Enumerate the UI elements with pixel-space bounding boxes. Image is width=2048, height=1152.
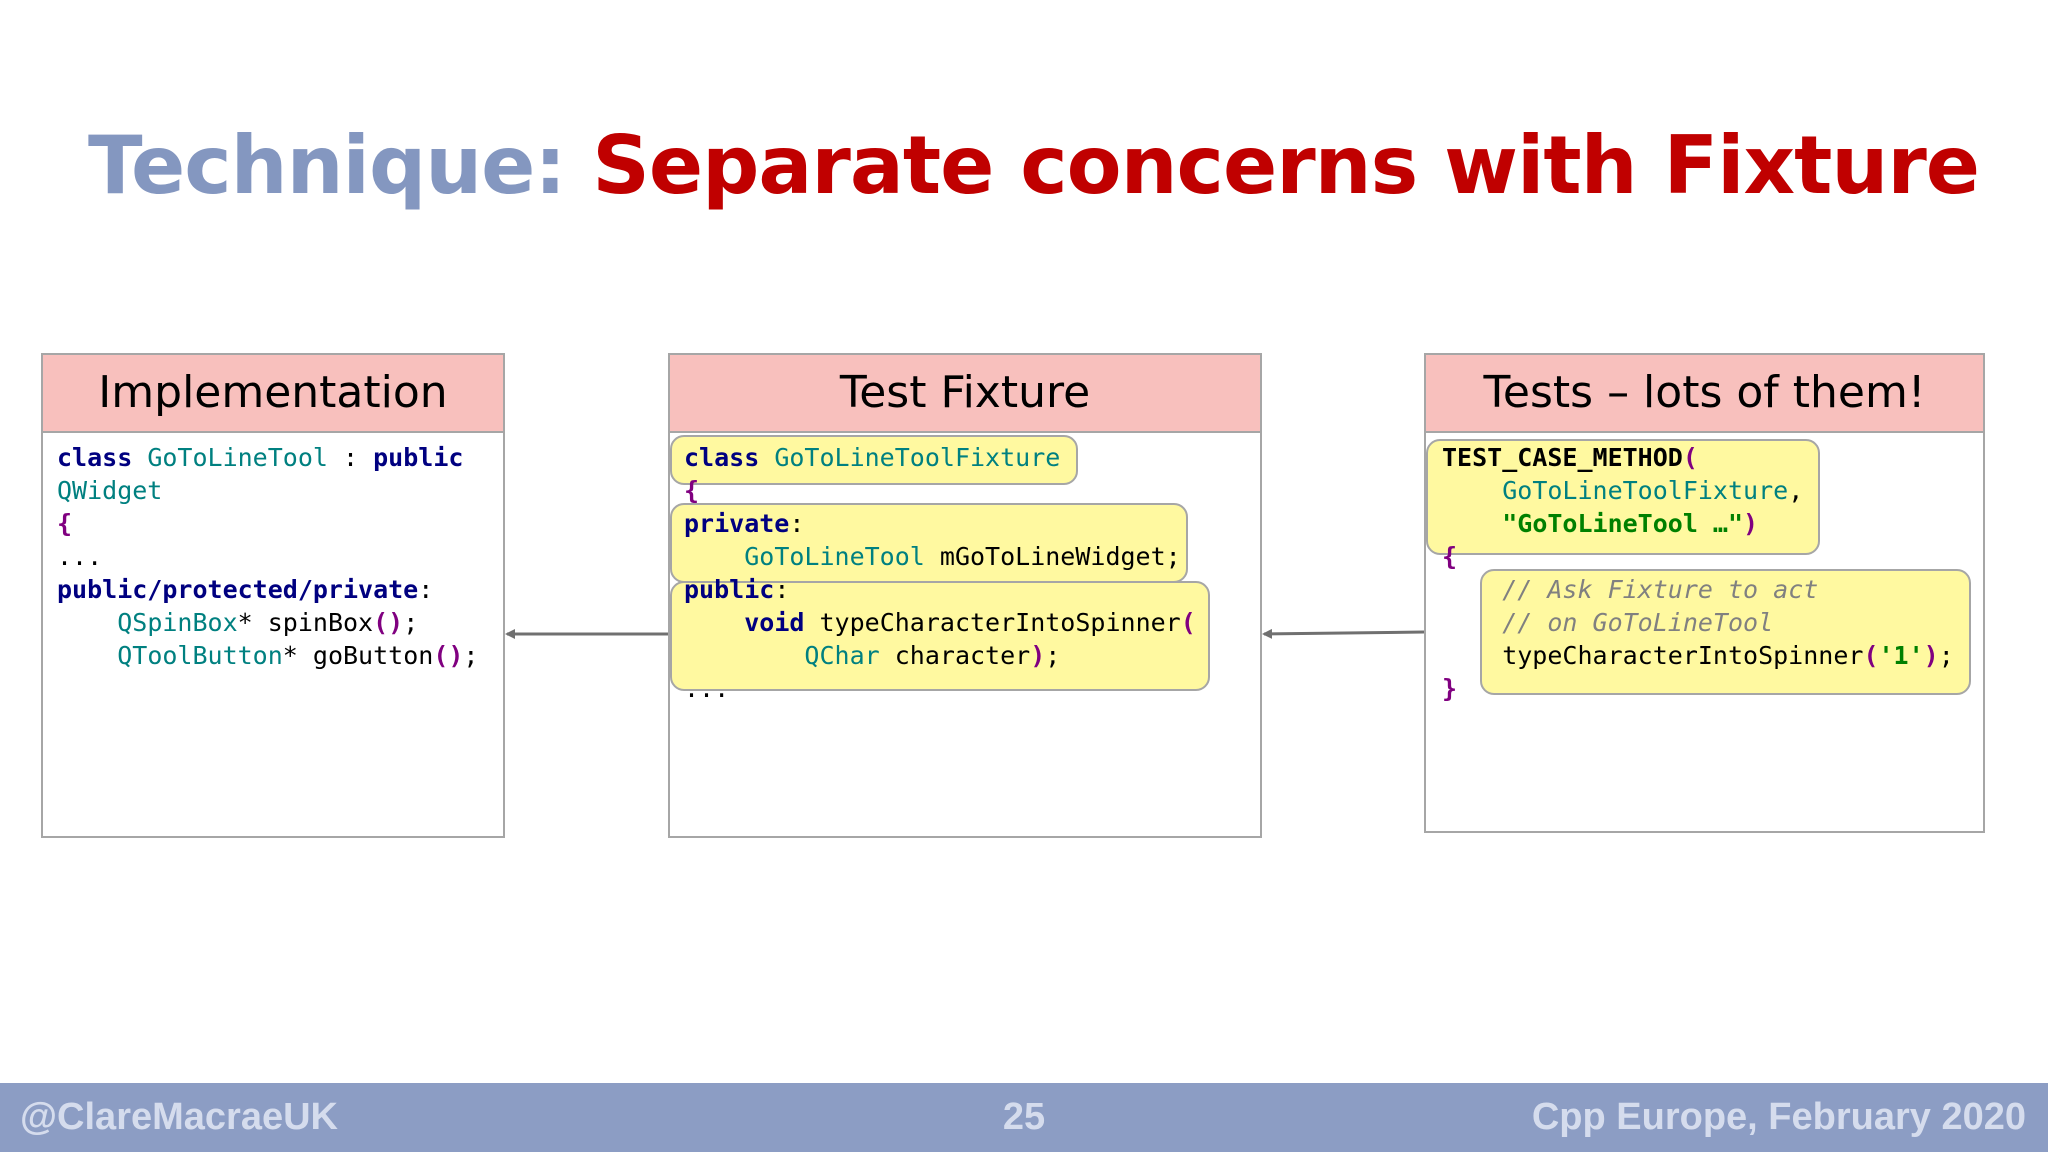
code-token: ... xyxy=(57,542,103,571)
code-token: , xyxy=(1788,476,1804,505)
code-line: class GoToLineTool : public xyxy=(57,441,478,474)
code-token: // Ask Fixture to act xyxy=(1502,575,1819,604)
code-line: GoToLineToolFixture, xyxy=(1442,474,1954,507)
code-line: public: xyxy=(684,573,1196,606)
code-token: } xyxy=(1442,674,1458,703)
implementation-header: Implementation xyxy=(43,355,503,433)
implementation-panel: Implementation class GoToLineTool : publ… xyxy=(41,353,505,838)
code-token: ) xyxy=(1030,641,1046,670)
code-token: class xyxy=(684,443,760,472)
code-line: } xyxy=(1442,672,1954,705)
footer-bar: @ClareMacraeUK 25 Cpp Europe, February 2… xyxy=(0,1083,2048,1152)
code-line: // on GoToLineTool xyxy=(1442,606,1954,639)
code-token: private xyxy=(684,509,790,538)
code-token: typeCharacterIntoSpinner xyxy=(1442,641,1864,670)
code-token: GoToLineTool xyxy=(744,542,925,571)
code-token: : xyxy=(327,443,374,472)
code-token: QSpinBox xyxy=(117,608,238,637)
code-token: () xyxy=(373,608,404,637)
code-line: { xyxy=(1442,540,1954,573)
code-token: class xyxy=(57,443,133,472)
code-token: public xyxy=(373,443,464,472)
code-token: * spinBox xyxy=(237,608,374,637)
fixture-panel: Test Fixture class GoToLineToolFixture{p… xyxy=(668,353,1262,838)
code-token: ) xyxy=(1743,509,1759,538)
code-line: QWidget xyxy=(57,474,478,507)
arrow-tests-to-fixture xyxy=(1262,628,1425,639)
code-token: () xyxy=(433,641,464,670)
code-line: typeCharacterIntoSpinner('1'); xyxy=(1442,639,1954,672)
fixture-code: class GoToLineToolFixture{private: GoToL… xyxy=(684,441,1196,705)
code-token: typeCharacterIntoSpinner xyxy=(804,608,1181,637)
code-line: class GoToLineToolFixture xyxy=(684,441,1196,474)
code-token: ; xyxy=(403,608,419,637)
code-token: * goButton xyxy=(282,641,434,670)
code-line: private: xyxy=(684,507,1196,540)
code-token: "GoToLineTool …" xyxy=(1502,509,1744,538)
footer-event: Cpp Europe, February 2020 xyxy=(1531,1096,2026,1138)
code-token: : xyxy=(774,575,790,604)
code-line: GoToLineTool mGoToLineWidget; xyxy=(684,540,1196,573)
code-line: QChar character); xyxy=(684,639,1196,672)
tests-header: Tests – lots of them! xyxy=(1426,355,1983,433)
code-token: void xyxy=(744,608,805,637)
code-line: ... xyxy=(57,540,478,573)
title-prefix: Technique: xyxy=(88,119,593,212)
code-token: // on GoToLineTool xyxy=(1502,608,1774,637)
code-token: public/protected/private xyxy=(57,575,419,604)
code-line: TEST_CASE_METHOD( xyxy=(1442,441,1954,474)
code-token: ... xyxy=(684,674,730,703)
code-token: : xyxy=(418,575,434,604)
code-token: character xyxy=(879,641,1031,670)
code-line: { xyxy=(684,474,1196,507)
code-line: // Ask Fixture to act xyxy=(1442,573,1954,606)
code-line: QToolButton* goButton(); xyxy=(57,639,478,672)
footer-page-number: 25 xyxy=(1002,1096,1046,1138)
code-line: void typeCharacterIntoSpinner( xyxy=(684,606,1196,639)
tests-macro-highlight xyxy=(1426,439,1820,555)
code-line: QSpinBox* spinBox(); xyxy=(57,606,478,639)
fixture-private-highlight xyxy=(670,503,1188,583)
code-token: '1' xyxy=(1878,641,1924,670)
code-token: ; xyxy=(1938,641,1954,670)
code-token: public xyxy=(684,575,775,604)
tests-code: TEST_CASE_METHOD( GoToLineToolFixture, "… xyxy=(1442,441,1954,705)
code-token: TEST_CASE_METHOD xyxy=(1442,443,1683,472)
code-token: GoToLineTool xyxy=(147,443,328,472)
code-token: { xyxy=(1442,542,1458,571)
code-token: { xyxy=(57,509,73,538)
code-line: ... xyxy=(684,672,1196,705)
code-token: ; xyxy=(463,641,479,670)
fixture-public-highlight xyxy=(670,581,1210,691)
title-main: Separate concerns with Fixture xyxy=(592,119,1980,212)
code-token: ; xyxy=(1045,641,1061,670)
code-line: public/protected/private: xyxy=(57,573,478,606)
code-line: { xyxy=(57,507,478,540)
fixture-class-highlight xyxy=(670,435,1078,485)
code-token: QWidget xyxy=(57,476,163,505)
code-token: GoToLineToolFixture xyxy=(1502,476,1789,505)
code-token: ( xyxy=(1180,608,1196,637)
tests-panel: Tests – lots of them! TEST_CASE_METHOD( … xyxy=(1424,353,1985,833)
code-token: ( xyxy=(1863,641,1879,670)
code-token: { xyxy=(684,476,700,505)
footer-handle: @ClareMacraeUK xyxy=(20,1096,338,1138)
code-line: "GoToLineTool …") xyxy=(1442,507,1954,540)
tests-body-highlight xyxy=(1480,569,1971,695)
code-token: QToolButton xyxy=(117,641,283,670)
fixture-header: Test Fixture xyxy=(670,355,1260,433)
code-token: ) xyxy=(1923,641,1939,670)
code-token: mGoToLineWidget; xyxy=(924,542,1181,571)
code-token: ( xyxy=(1682,443,1698,472)
code-token: GoToLineToolFixture xyxy=(774,443,1061,472)
code-token: QChar xyxy=(804,641,880,670)
code-token: : xyxy=(789,509,805,538)
slide-title: Technique: Separate concerns with Fixtur… xyxy=(88,112,1980,220)
